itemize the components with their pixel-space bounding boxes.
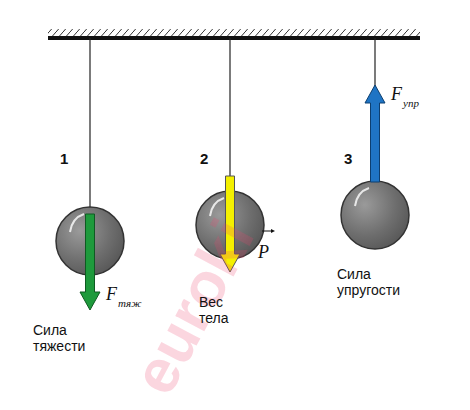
vector-mark xyxy=(271,229,275,233)
caption-text: Сила тяжести xyxy=(33,322,95,354)
force-symbol: F xyxy=(106,284,117,305)
gravity-arrow xyxy=(80,214,100,310)
callout-number: 2 xyxy=(200,150,208,167)
caption-text: Вес тела xyxy=(199,294,243,326)
force-subscript: упр xyxy=(403,97,419,110)
thread xyxy=(89,38,90,208)
ball xyxy=(341,181,409,249)
highlight xyxy=(355,188,369,206)
elastic-arrow xyxy=(365,85,385,182)
ceiling xyxy=(48,36,420,40)
callout-number: 1 xyxy=(60,150,68,167)
force-subscript: тяж xyxy=(118,297,141,310)
vector-mark xyxy=(262,231,271,232)
force-symbol: F xyxy=(391,84,402,105)
ceiling-hatch xyxy=(48,29,420,37)
thread xyxy=(229,38,230,192)
highlight xyxy=(70,214,84,232)
caption-text: Сила упругости xyxy=(337,266,415,298)
force-symbol: P xyxy=(258,242,269,263)
callout-number: 3 xyxy=(344,150,352,167)
